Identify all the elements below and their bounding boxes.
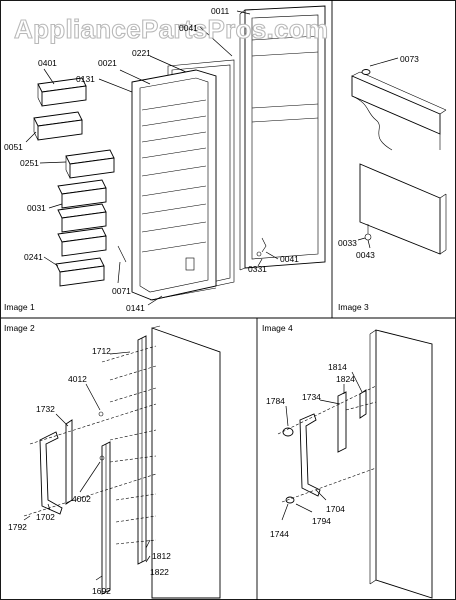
bin-0401 <box>37 77 87 107</box>
callout-1692: 1692 <box>92 586 111 596</box>
image1-drawing <box>25 5 326 306</box>
callout-0033: 0033 <box>338 238 357 248</box>
callout-1744: 1744 <box>270 529 289 539</box>
callout-0071: 0071 <box>112 286 131 296</box>
callout-1712: 1712 <box>92 346 111 356</box>
callout-1824: 1824 <box>336 374 355 384</box>
callout-0073: 0073 <box>400 54 419 64</box>
callout-1704: 1704 <box>326 504 345 514</box>
callout-0241: 0241 <box>24 252 43 262</box>
callout-1702: 1702 <box>36 512 55 522</box>
image4-callouts: 1814 1824 1784 1734 1704 1794 1744 <box>266 362 355 539</box>
image2-callouts: 1712 4012 1732 4002 1702 1792 1812 1822 … <box>8 346 171 596</box>
image2-label: Image 2 <box>4 323 35 333</box>
callout-1792: 1792 <box>8 522 27 532</box>
image1-callouts: 0011 0041 0221 0021 0131 0401 0051 0251 … <box>4 6 299 313</box>
callout-1784: 1784 <box>266 396 285 406</box>
callout-1822: 1822 <box>150 567 169 577</box>
callout-0041-lower: 0041 <box>280 254 299 264</box>
callout-1734: 1734 <box>302 392 321 402</box>
callout-0401: 0401 <box>38 58 57 68</box>
callout-0131: 0131 <box>76 74 95 84</box>
callout-4012: 4012 <box>68 374 87 384</box>
bin-0251 <box>65 149 115 179</box>
image2-drawing <box>23 325 221 599</box>
callout-0221: 0221 <box>132 48 151 58</box>
bin-0241 <box>55 257 105 287</box>
image3-label: Image 3 <box>338 302 369 312</box>
callout-0031: 0031 <box>27 203 46 213</box>
callout-0141: 0141 <box>126 303 145 313</box>
callout-4002: 4002 <box>72 494 91 504</box>
callout-0021: 0021 <box>98 58 117 68</box>
callout-0251: 0251 <box>20 158 39 168</box>
callout-0051: 0051 <box>4 142 23 152</box>
callout-0011: 0011 <box>211 6 230 16</box>
callout-0331: 0331 <box>248 264 267 274</box>
image1-label: Image 1 <box>4 302 35 312</box>
bin-0051 <box>33 111 83 141</box>
callout-0041: 0041 <box>179 23 198 33</box>
callout-1812: 1812 <box>152 551 171 561</box>
image4-label: Image 4 <box>262 323 293 333</box>
image4-drawing <box>277 329 433 599</box>
image3-callouts: 0073 0033 0043 <box>338 54 419 260</box>
callout-1814: 1814 <box>328 362 347 372</box>
callout-1794: 1794 <box>312 516 331 526</box>
bin-0031 <box>57 179 107 257</box>
watermark-text: AppliancePartsPros.com <box>14 14 328 44</box>
image3-drawing <box>351 57 447 255</box>
callout-1732: 1732 <box>36 404 55 414</box>
callout-0043: 0043 <box>356 250 375 260</box>
